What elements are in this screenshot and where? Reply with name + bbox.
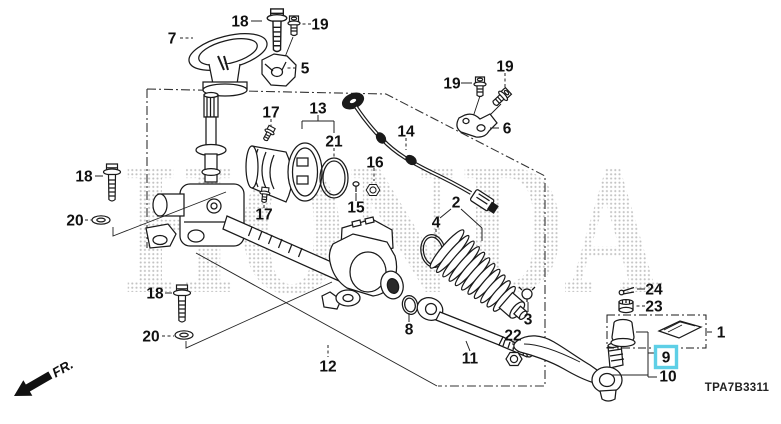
part-drawing-kit-box bbox=[606, 314, 707, 349]
part-label-9[interactable]: 9 bbox=[653, 344, 679, 370]
part-label-5[interactable]: 5 bbox=[301, 60, 310, 77]
part-label-text: 19 bbox=[496, 58, 514, 75]
part-label-18[interactable]: 18 bbox=[231, 13, 249, 30]
part-label-15[interactable]: 15 bbox=[347, 199, 365, 216]
part-label-text: 18 bbox=[75, 168, 93, 185]
part-label-text: 18 bbox=[231, 13, 249, 30]
part-drawing-nut-16 bbox=[365, 183, 381, 197]
part-label-text: 9 bbox=[662, 349, 671, 366]
part-label-18[interactable]: 18 bbox=[75, 168, 93, 185]
part-label-6[interactable]: 6 bbox=[503, 120, 512, 137]
diagram-code: TPA7B3311 bbox=[705, 382, 770, 394]
part-drawing-bolt-18b bbox=[102, 163, 122, 202]
leader-lines bbox=[85, 20, 712, 387]
part-label-text: 20 bbox=[142, 328, 159, 345]
part-label-11[interactable]: 11 bbox=[462, 350, 479, 367]
part-label-19[interactable]: 19 bbox=[443, 75, 461, 92]
part-drawing-right-bolts bbox=[472, 76, 514, 121]
part-label-16[interactable]: 16 bbox=[366, 154, 384, 171]
part-label-2[interactable]: 2 bbox=[452, 194, 461, 211]
part-label-8[interactable]: 8 bbox=[405, 321, 414, 338]
part-drawing-washer-20a bbox=[91, 215, 111, 225]
part-label-17[interactable]: 17 bbox=[262, 104, 279, 121]
part-label-12[interactable]: 12 bbox=[319, 358, 336, 375]
part-drawing-nut-22 bbox=[505, 351, 523, 367]
part-label-text: 23 bbox=[645, 298, 663, 315]
part-label-1[interactable]: 1 bbox=[717, 324, 726, 341]
part-label-18[interactable]: 18 bbox=[146, 285, 164, 302]
part-label-text: 19 bbox=[443, 75, 461, 92]
part-label-20[interactable]: 20 bbox=[66, 212, 83, 229]
part-drawing-castle-nut bbox=[618, 298, 634, 314]
fr-label: FR. bbox=[49, 357, 75, 381]
part-drawing-oring-21 bbox=[319, 157, 349, 199]
part-label-text: 13 bbox=[309, 100, 327, 117]
part-label-22[interactable]: 22 bbox=[504, 327, 521, 344]
part-label-text: 2 bbox=[452, 194, 461, 211]
part-label-text: 17 bbox=[255, 206, 272, 223]
part-label-text: 22 bbox=[504, 327, 521, 344]
part-drawing-tie-rod-end bbox=[513, 335, 625, 402]
part-drawing-gear-assembly bbox=[145, 91, 404, 310]
part-label-14[interactable]: 14 bbox=[397, 123, 415, 140]
part-drawing-bracket-6 bbox=[456, 113, 498, 138]
part-drawing-washer-20b bbox=[174, 330, 194, 340]
part-label-13[interactable]: 13 bbox=[309, 100, 327, 117]
part-label-4[interactable]: 4 bbox=[432, 214, 441, 231]
part-label-text: 14 bbox=[397, 123, 415, 140]
part-label-20[interactable]: 20 bbox=[142, 328, 159, 345]
part-label-text: 12 bbox=[319, 358, 336, 375]
part-label-text: 6 bbox=[503, 120, 512, 137]
part-label-text: 15 bbox=[347, 199, 365, 216]
part-label-text: 18 bbox=[146, 285, 164, 302]
part-label-text: 7 bbox=[168, 30, 177, 47]
part-label-text: 10 bbox=[659, 368, 676, 385]
fr-direction-arrow: FR. bbox=[14, 357, 76, 396]
part-drawing-grommet bbox=[188, 33, 268, 97]
part-label-24[interactable]: 24 bbox=[645, 281, 663, 298]
part-label-23[interactable]: 23 bbox=[645, 298, 663, 315]
part-drawing-clip-3 bbox=[518, 286, 536, 302]
part-drawing-bracket-5 bbox=[261, 53, 297, 87]
part-label-7[interactable]: 7 bbox=[168, 30, 177, 47]
selected-part-highlight bbox=[653, 344, 679, 370]
part-label-text: 19 bbox=[311, 16, 329, 33]
part-label-10[interactable]: 10 bbox=[659, 368, 676, 385]
part-drawing-boot bbox=[429, 229, 528, 321]
part-drawing-oring-8 bbox=[401, 294, 419, 316]
part-drawing-harness bbox=[341, 92, 499, 214]
part-label-text: 4 bbox=[432, 214, 441, 231]
part-label-text: 5 bbox=[301, 60, 310, 77]
assembly-boundary bbox=[146, 88, 546, 387]
part-label-3[interactable]: 3 bbox=[524, 311, 533, 328]
part-label-text: 17 bbox=[262, 104, 279, 121]
part-drawing-motor-unit bbox=[245, 142, 323, 203]
part-label-19[interactable]: 19 bbox=[496, 58, 514, 75]
part-label-21[interactable]: 21 bbox=[325, 133, 343, 150]
part-label-text: 21 bbox=[325, 133, 343, 150]
part-label-text: 8 bbox=[405, 321, 414, 338]
part-label-text: 20 bbox=[66, 212, 83, 229]
part-label-17[interactable]: 17 bbox=[255, 206, 272, 223]
part-label-text: 3 bbox=[524, 311, 533, 328]
part-drawing-cotter-pin bbox=[618, 286, 635, 296]
part-drawing-top-bolts bbox=[266, 8, 301, 62]
part-label-text: 11 bbox=[462, 350, 479, 367]
part-label-text: 1 bbox=[717, 324, 726, 341]
fr-arrow-icon bbox=[14, 371, 53, 396]
part-label-text: 24 bbox=[645, 281, 663, 298]
part-label-19[interactable]: 19 bbox=[311, 16, 329, 33]
part-drawing-stud-15 bbox=[352, 181, 360, 192]
part-label-text: 16 bbox=[366, 154, 384, 171]
